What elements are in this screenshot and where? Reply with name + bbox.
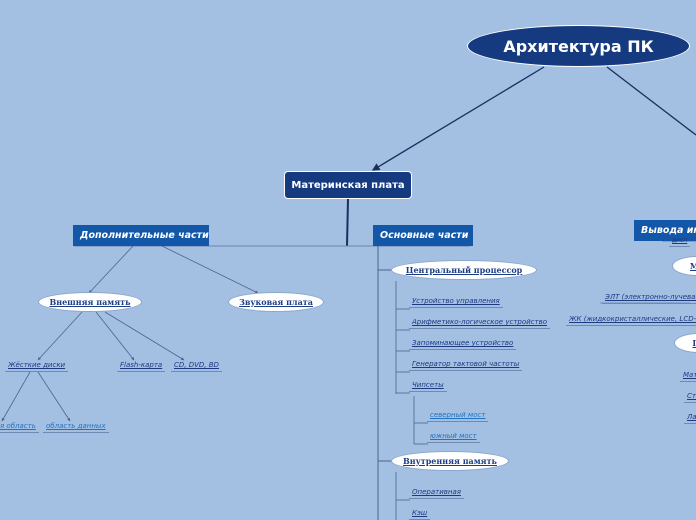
leaf-clock-generator[interactable]: Генератор тактовой частоты (409, 360, 523, 371)
leaf-ram[interactable]: Оперативная (409, 488, 464, 499)
leaf-crt-monitor[interactable]: ЭЛТ (электронно-лучевая (602, 293, 696, 304)
bubble-sound-card[interactable]: Звуковая плата (228, 292, 324, 312)
leaf-data-area[interactable]: область данных (43, 422, 109, 433)
leaf-lcd-monitor[interactable]: ЖК (жидкокристаллические, LCD-мон (566, 315, 696, 326)
motherboard-node[interactable]: Материнская плата (284, 171, 412, 199)
leaf-optical-discs[interactable]: CD, DVD, BD (171, 361, 222, 372)
leaf-hard-disks[interactable]: Жёсткие диски (5, 361, 69, 372)
leaf-south-bridge[interactable]: южный мост (427, 432, 480, 443)
leaf-printer-inkjet[interactable]: Стр (684, 392, 696, 403)
leaf-chipsets[interactable]: Чипсеты (409, 381, 447, 392)
leaf-north-bridge[interactable]: северный мост (427, 411, 489, 422)
leaf-printer-laser[interactable]: Лаз (684, 413, 696, 424)
section-additional-parts[interactable]: Дополнительные части (73, 225, 209, 246)
leaf-printer-matrix[interactable]: Матр (680, 371, 696, 382)
section-output-devices[interactable]: Вывода ин (634, 220, 696, 241)
root-node[interactable]: Архитектура ПК (467, 25, 690, 67)
leaf-control-unit[interactable]: Устройство управления (409, 297, 503, 308)
bubble-internal-memory[interactable]: Внутренняя память (391, 451, 509, 471)
leaf-output-hidden[interactable]: дисп (669, 237, 691, 247)
leaf-flash-card[interactable]: Flash-карта (117, 361, 166, 372)
section-main-parts[interactable]: Основные части (373, 225, 473, 246)
leaf-service-area[interactable]: я область (0, 422, 39, 433)
leaf-cache[interactable]: Кэш (409, 509, 431, 520)
leaf-storage-device[interactable]: Запоминающее устройство (409, 339, 517, 350)
bubble-external-memory[interactable]: Внешняя память (38, 292, 142, 312)
leaf-alu[interactable]: Арифметико-логическое устройство (409, 318, 551, 329)
bubble-cpu[interactable]: Центральный процессор (391, 260, 537, 280)
